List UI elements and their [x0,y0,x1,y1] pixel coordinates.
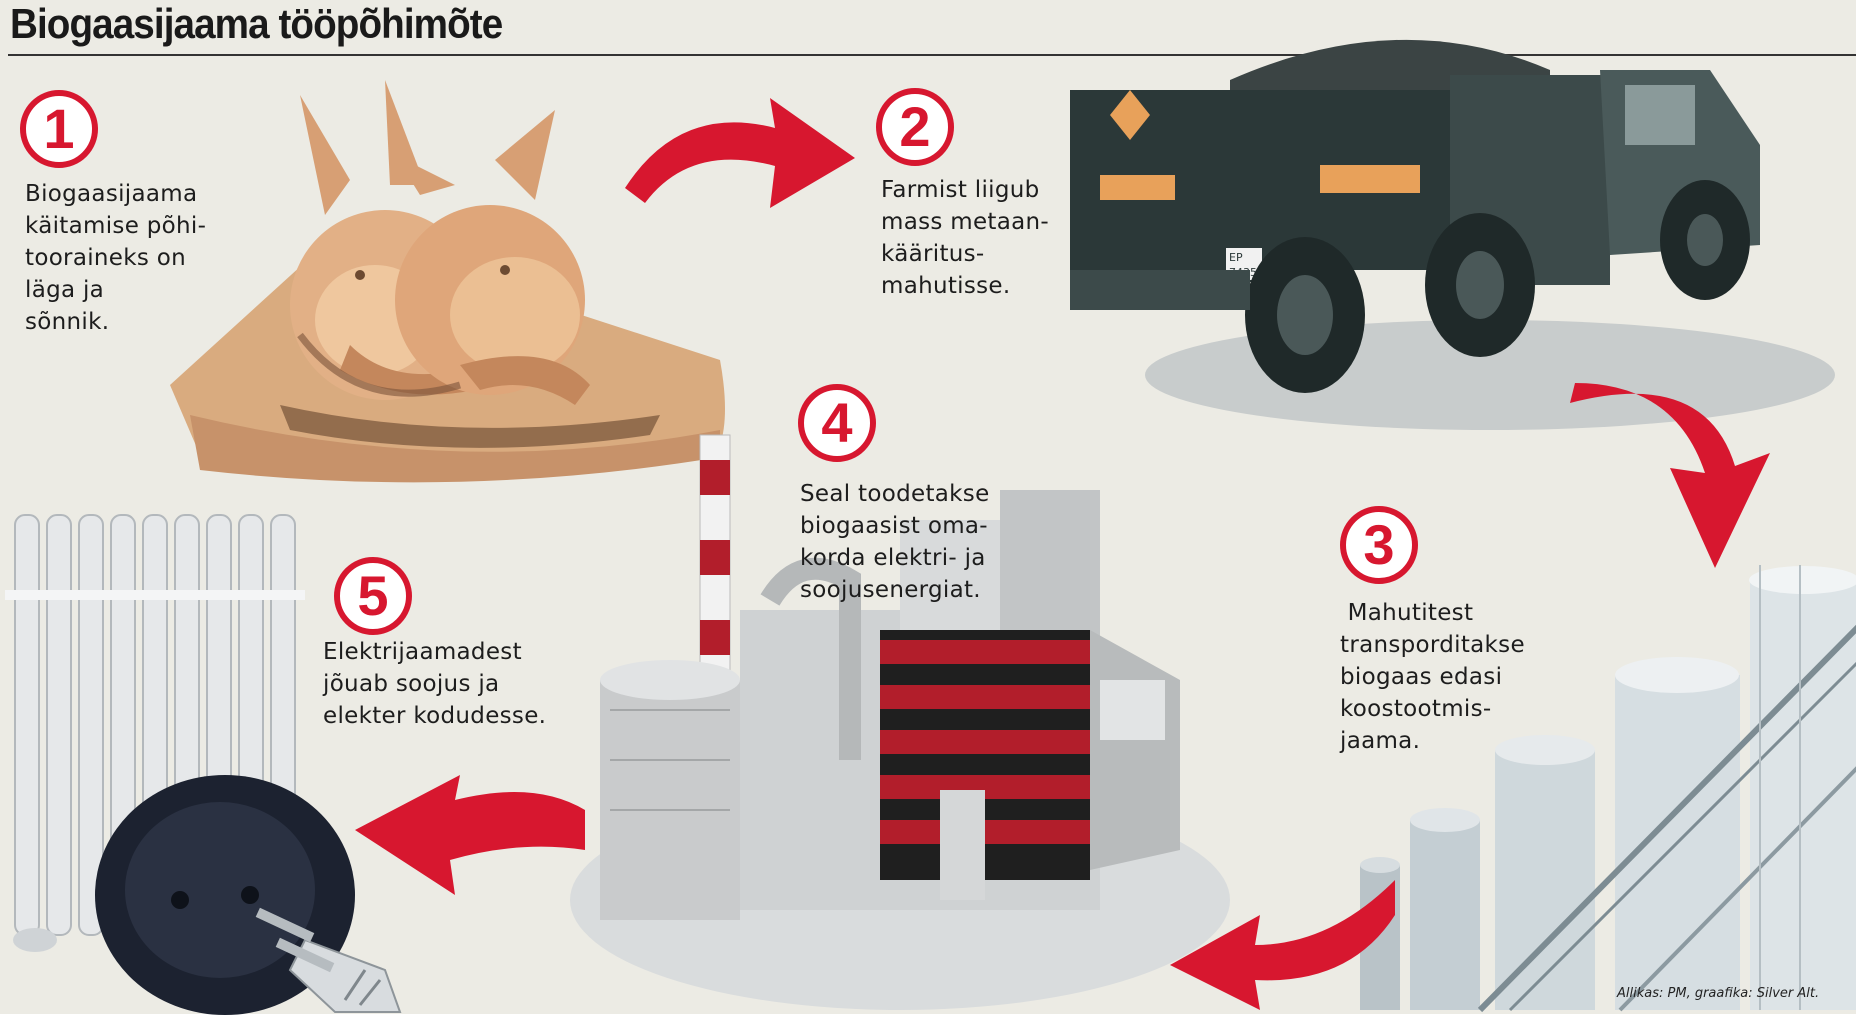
arrow-3-to-4 [1170,880,1395,1010]
right-edge [1856,0,1864,1014]
svg-text:EP: EP [1229,251,1243,264]
arrow-2-to-3 [1570,383,1770,568]
step-5-text: Elektrijaamadest jõuab soojus ja elekter… [323,639,547,729]
arrow-1-to-2 [625,98,855,208]
step-4-text: Seal toodetakse biogaasist oma- korda el… [800,481,990,603]
title-rule [8,54,1858,56]
step-1-text: Biogaasijaama käitamise põhi- tooraineks… [25,181,207,335]
source-credit: Allikas: PM, graafika: Silver Alt. [1617,986,1820,1001]
pigs-illustration [170,80,725,483]
step-3-badge: 3 [1340,506,1418,584]
radiator-plug-illustration [5,514,402,1015]
step-5-badge: 5 [334,557,412,635]
power-plant-illustration [570,434,1230,1010]
tanks-illustration [1360,565,1863,1013]
step-4-badge: 4 [798,384,876,462]
step-3-text: Mahutitest transporditakse biogaas edasi… [1340,600,1525,754]
step-2-text: Farmist liigub mass metaan- kääritus- ma… [881,177,1050,299]
step-1-badge: 1 [20,90,98,168]
arrow-4-to-5 [355,775,585,895]
page-title: Biogaasijaama tööpõhimõte [10,0,503,47]
step-2-badge: 2 [876,88,954,166]
